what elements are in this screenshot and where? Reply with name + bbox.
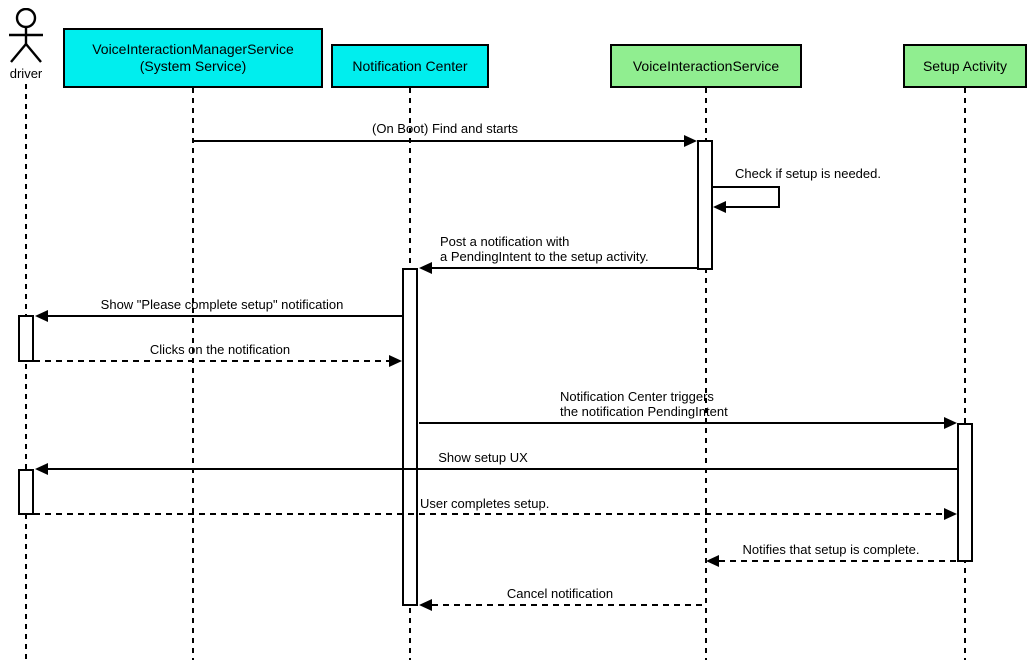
activation-bar-driver-1	[18, 315, 34, 362]
participant-label: VoiceInteractionService	[632, 57, 780, 74]
message-line	[48, 315, 402, 317]
lifeline-driver	[25, 84, 27, 660]
message-line	[193, 140, 685, 142]
arrowhead-right-icon	[944, 508, 957, 520]
participant-box-voiceinteractionservice: VoiceInteractionService	[610, 44, 802, 88]
participant-box-notification-center: Notification Center	[331, 44, 489, 88]
participant-label: VoiceInteractionManagerService	[92, 41, 294, 57]
message-label-line: Notification Center triggers	[560, 389, 714, 404]
message-label: (On Boot) Find and starts	[372, 121, 518, 136]
message-label: Notifies that setup is complete.	[742, 542, 920, 557]
activation-bar-voiceinteractionservice	[697, 140, 713, 270]
message-label: Post a notification with a PendingIntent…	[440, 234, 649, 264]
participant-sublabel: (System Service)	[139, 58, 247, 74]
message-line	[34, 513, 944, 515]
message-line	[48, 468, 957, 470]
actor-label: driver	[9, 66, 43, 81]
lifeline-setup-activity	[964, 88, 966, 660]
arrowhead-left-icon	[419, 599, 432, 611]
message-line	[419, 422, 944, 424]
message-line	[432, 267, 697, 269]
lifeline-voiceinteractionmanagerservice	[192, 88, 194, 660]
message-label: Clicks on the notification	[149, 342, 291, 357]
activation-bar-setup-activity	[957, 423, 973, 562]
message-line	[34, 360, 389, 362]
participant-box-setup-activity: Setup Activity	[903, 44, 1027, 88]
self-message-bottom-line	[726, 206, 780, 208]
activation-bar-notification-center	[402, 268, 418, 606]
self-message-top-line	[713, 186, 780, 188]
participant-box-voiceinteractionmanagerservice: VoiceInteractionManagerService (System S…	[63, 28, 323, 88]
actor-figure-icon	[9, 8, 43, 63]
message-label: Check if setup is needed.	[735, 166, 881, 181]
self-message-right-line	[778, 186, 780, 208]
arrowhead-left-icon	[35, 463, 48, 475]
message-line	[719, 560, 957, 562]
arrowhead-right-icon	[389, 355, 402, 367]
message-label: Show setup UX	[438, 450, 528, 465]
activation-bar-driver-2	[18, 469, 34, 515]
arrowhead-left-icon	[713, 201, 726, 213]
message-line	[432, 604, 706, 606]
participant-label: Setup Activity	[922, 57, 1008, 74]
participant-label: Notification Center	[352, 57, 468, 74]
message-label: Show "Please complete setup" notificatio…	[100, 297, 344, 312]
message-label: Cancel notification	[506, 586, 614, 601]
arrowhead-right-icon	[944, 417, 957, 429]
arrowhead-right-icon	[684, 135, 697, 147]
message-label: User completes setup.	[420, 496, 550, 511]
arrowhead-left-icon	[419, 262, 432, 274]
message-label-line: Post a notification with	[440, 234, 570, 249]
message-label-line: a PendingIntent to the setup activity.	[440, 249, 649, 264]
arrowhead-left-icon	[706, 555, 719, 567]
arrowhead-left-icon	[35, 310, 48, 322]
message-label: Notification Center triggers the notific…	[560, 389, 728, 419]
message-label-line: the notification PendingIntent	[560, 404, 728, 419]
lifeline-voiceinteractionservice	[705, 88, 707, 660]
